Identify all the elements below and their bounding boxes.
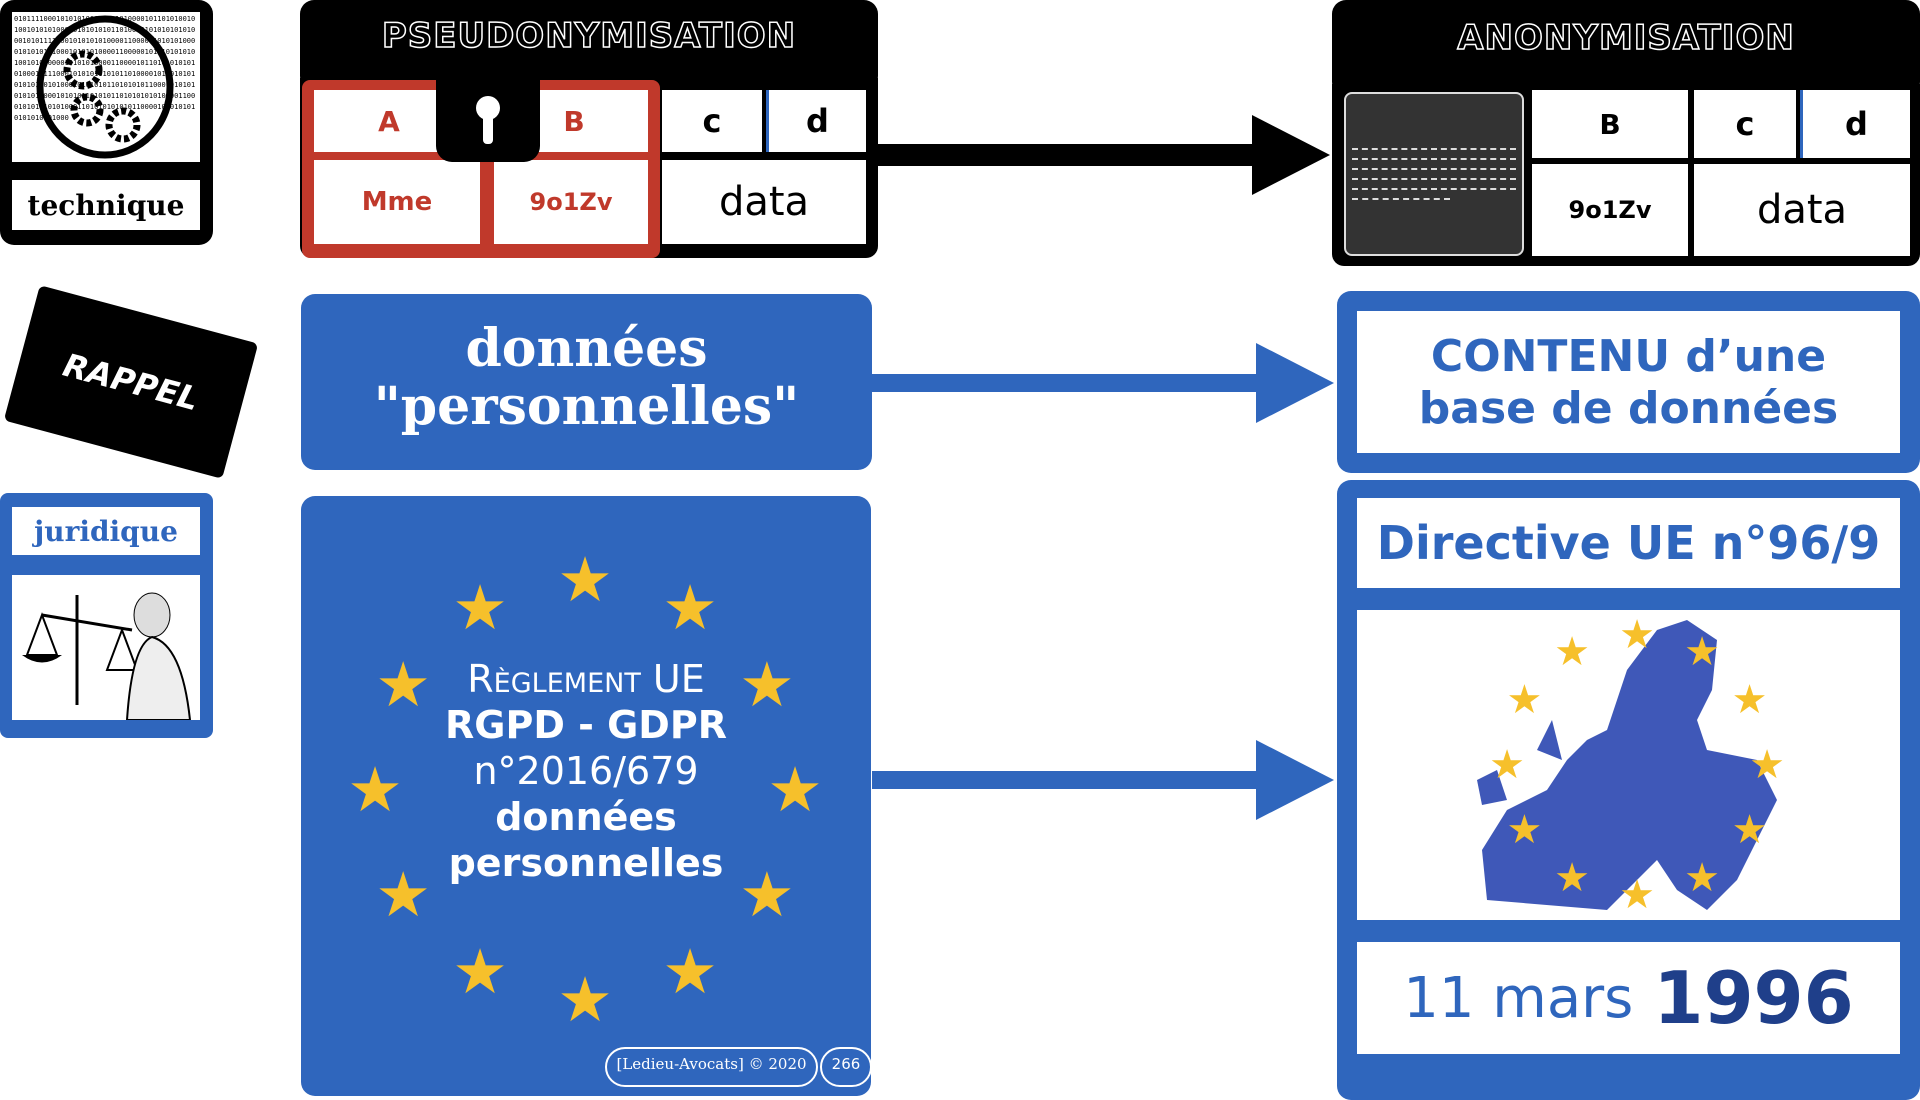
personal-data-box: données "personnelles"	[301, 294, 872, 470]
technique-label: technique	[12, 180, 200, 230]
eu-star-icon: ★	[1554, 629, 1590, 676]
pseudonymisation-title: PSEUDONYMISATION	[381, 15, 797, 57]
eu-star-icon: ★	[1684, 854, 1720, 901]
eu-star-icon: ★	[1554, 854, 1590, 901]
redacted-block	[1344, 92, 1524, 256]
juridique-label: juridique	[12, 507, 200, 555]
column-c: c	[662, 90, 762, 152]
column-d: d	[1800, 90, 1910, 158]
eu-star-icon: ★	[739, 648, 795, 721]
cell-data: data	[662, 160, 866, 244]
justice-image	[12, 575, 200, 721]
eu-star-icon: ★	[1684, 629, 1720, 676]
eu-star-icon: ★	[375, 648, 431, 721]
gears-icon	[36, 15, 174, 159]
eu-star-icon: ★	[1489, 742, 1525, 788]
eu-star-icon: ★	[1731, 807, 1768, 853]
reglement-line1: Règlement UE	[467, 657, 705, 701]
directive-box: Directive UE n°96/9 ★★★★★★★★★★★★ 11 mars…	[1337, 480, 1920, 1100]
date-day: 11 mars	[1403, 965, 1634, 1031]
anonymisation-header: ANONYMISATION	[1332, 0, 1920, 96]
technique-card: 0101111000101010101000011010000101101010…	[0, 0, 213, 245]
anonymisation-title: ANONYMISATION	[1456, 17, 1795, 59]
reglement-line5: personnelles	[448, 841, 724, 885]
contenu-line2: base de données	[1418, 383, 1839, 434]
arrow-head	[1256, 343, 1334, 423]
directive-title: Directive UE n°96/9	[1357, 498, 1900, 588]
juridique-card: juridique	[0, 493, 213, 738]
scales-of-justice-icon	[22, 592, 192, 721]
pseudonymisation-table: A B c d Mme 9o1Zv data	[300, 78, 878, 258]
eu-star-icon: ★	[1749, 742, 1785, 788]
eu-star-icon: ★	[1506, 677, 1543, 723]
eu-star-icon: ★	[1619, 612, 1655, 658]
rappel-card: RAPPEL	[3, 285, 259, 479]
anonymisation-table: B c d 9o1Zv data	[1332, 84, 1920, 266]
cell-data: data	[1694, 164, 1910, 256]
reglement-line2: RGPD - GDPR	[445, 703, 727, 747]
eu-star-icon: ★	[662, 571, 718, 645]
eu-star-icon: ★	[557, 963, 613, 1036]
arrow-pseudo-to-anon	[876, 144, 1266, 166]
eu-star-icon: ★	[347, 753, 403, 826]
column-c: c	[1694, 90, 1796, 158]
lock-icon	[436, 78, 540, 162]
eu-star-icon: ★	[557, 543, 613, 616]
gdpr-flag-box: Règlement UE RGPD - GDPR n°2016/679 donn…	[301, 496, 871, 1096]
cell-pseudonym: 9o1Zv	[1532, 164, 1688, 256]
eu-star-icon: ★	[767, 753, 823, 826]
directive-date: 11 mars 1996	[1357, 942, 1900, 1054]
eu-star-icon: ★	[375, 858, 431, 931]
eu-map: ★★★★★★★★★★★★	[1357, 610, 1900, 920]
pseudonymisation-header: PSEUDONYMISATION	[300, 0, 878, 90]
contenu-line1: CONTENU d’une	[1430, 331, 1827, 382]
cell-pseudonym: 9o1Zv	[494, 160, 648, 244]
arrow-personal-to-contenu	[872, 374, 1262, 392]
arrow-head	[1252, 115, 1330, 195]
personal-line1: données	[465, 318, 708, 379]
eu-star-icon: ★	[1619, 872, 1655, 918]
eu-star-icon: ★	[739, 858, 795, 931]
eu-star-icon: ★	[452, 571, 508, 645]
arrow-head	[1256, 740, 1334, 820]
copyright-badge: [Ledieu-Avocats] © 2020	[605, 1047, 818, 1087]
page-number: 266	[820, 1047, 872, 1087]
eu-star-icon: ★	[1506, 807, 1543, 853]
eu-star-icon: ★	[1731, 677, 1768, 723]
reglement-line3: n°2016/679	[473, 749, 699, 793]
column-b: B	[1532, 90, 1688, 158]
rappel-label: RAPPEL	[59, 345, 203, 419]
eu-star-icon: ★	[452, 934, 508, 1008]
eu-star-icon: ★	[662, 934, 718, 1008]
arrow-gdpr-to-directive	[872, 771, 1262, 789]
personal-line2: "personnelles"	[373, 376, 800, 437]
europe-map-icon	[1477, 620, 1777, 910]
reglement-line4: données	[495, 795, 677, 839]
column-d: d	[766, 90, 866, 152]
contenu-box: CONTENU d’une base de données	[1337, 291, 1920, 473]
cell-mme: Mme	[314, 160, 480, 244]
date-year: 1996	[1653, 956, 1854, 1040]
